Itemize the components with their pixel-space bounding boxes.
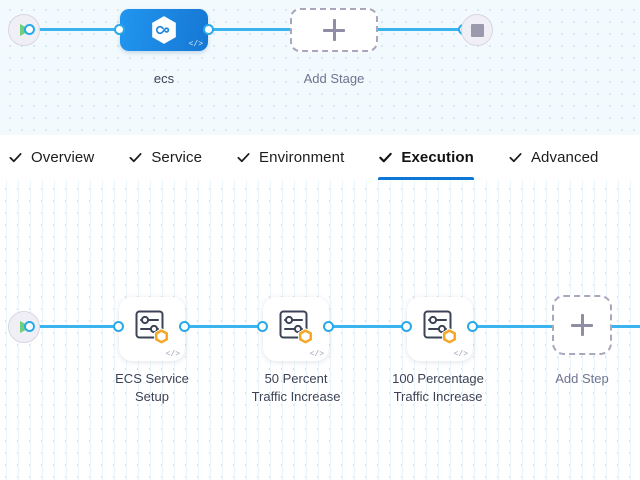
plus-icon: [323, 19, 345, 41]
step-1-input-port[interactable]: [113, 321, 124, 332]
stop-icon: [470, 23, 484, 37]
stage-start-port[interactable]: [24, 24, 35, 35]
step-edge-add-to-right: [612, 325, 640, 328]
add-step-button[interactable]: [552, 295, 612, 355]
tab-execution[interactable]: Execution: [378, 135, 474, 180]
add-step-label: Add Step: [555, 371, 609, 386]
step-edge-1-to-2: [180, 325, 276, 328]
stage-node-output-port[interactable]: [203, 24, 214, 35]
stage-edge-start-to-ecs: [30, 28, 122, 31]
check-icon: [508, 150, 523, 165]
check-icon: [128, 150, 143, 165]
step-1-label: ECS Service Setup: [115, 371, 189, 404]
stage-edge-ecs-to-add: [210, 28, 292, 31]
sliders-box-icon: [279, 310, 313, 345]
stage-end-node[interactable]: [461, 14, 493, 46]
tab-service-label: Service: [151, 149, 203, 166]
check-icon: [378, 150, 393, 165]
step-1-output-port[interactable]: [179, 321, 190, 332]
orange-hexagon-icon: [154, 328, 169, 345]
section-tab-bar: Overview Service Environment: [0, 135, 640, 180]
tab-overview[interactable]: Overview: [8, 135, 94, 180]
step-code-tag[interactable]: </>: [453, 350, 468, 359]
step-3-input-port[interactable]: [401, 321, 412, 332]
step-canvas[interactable]: </> ECS Service Setup </> 50 Percent Tra…: [0, 180, 640, 480]
step-start-port[interactable]: [24, 321, 35, 332]
step-node-100-percentage-traffic-increase[interactable]: </>: [407, 297, 473, 361]
stage-node-input-port[interactable]: [114, 24, 125, 35]
step-code-tag[interactable]: </>: [309, 350, 324, 359]
tab-execution-label: Execution: [401, 149, 474, 166]
check-icon: [236, 150, 251, 165]
step-2-input-port[interactable]: [257, 321, 268, 332]
check-icon: [8, 150, 23, 165]
orange-hexagon-icon: [442, 328, 457, 345]
step-edge-start-to-1: [30, 325, 130, 328]
add-stage-button[interactable]: [290, 8, 378, 52]
sliders-box-icon: [135, 310, 169, 345]
stage-code-tag[interactable]: </>: [188, 40, 203, 49]
sliders-box-icon: [423, 310, 457, 345]
orange-hexagon-icon: [298, 328, 313, 345]
add-stage-label: Add Stage: [303, 71, 365, 86]
tab-overview-label: Overview: [31, 149, 95, 166]
stage-canvas[interactable]: </> ecs Add Stage: [0, 0, 640, 135]
step-edge-3-to-add: [468, 325, 552, 328]
step-2-output-port[interactable]: [323, 321, 334, 332]
step-node-50-percent-traffic-increase[interactable]: </>: [263, 297, 329, 361]
step-3-label: 100 Percentage Traffic Increase: [392, 371, 484, 404]
tab-environment-label: Environment: [259, 149, 345, 166]
step-3-output-port[interactable]: [467, 321, 478, 332]
plus-icon: [571, 314, 593, 336]
tab-advanced-label: Advanced: [530, 149, 599, 166]
tab-environment[interactable]: Environment: [236, 135, 344, 180]
step-edge-2-to-3: [324, 325, 420, 328]
step-2-label: 50 Percent Traffic Increase: [251, 371, 341, 404]
step-code-tag[interactable]: </>: [165, 350, 180, 359]
stage-edge-add-to-end: [378, 28, 462, 31]
tab-service[interactable]: Service: [128, 135, 202, 180]
infinity-hexagon-icon: [152, 16, 176, 44]
stage-node-ecs[interactable]: </>: [120, 9, 208, 51]
tab-advanced[interactable]: Advanced: [508, 135, 599, 180]
step-node-ecs-service-setup[interactable]: </>: [119, 297, 185, 361]
stage-node-label: ecs: [153, 71, 175, 86]
